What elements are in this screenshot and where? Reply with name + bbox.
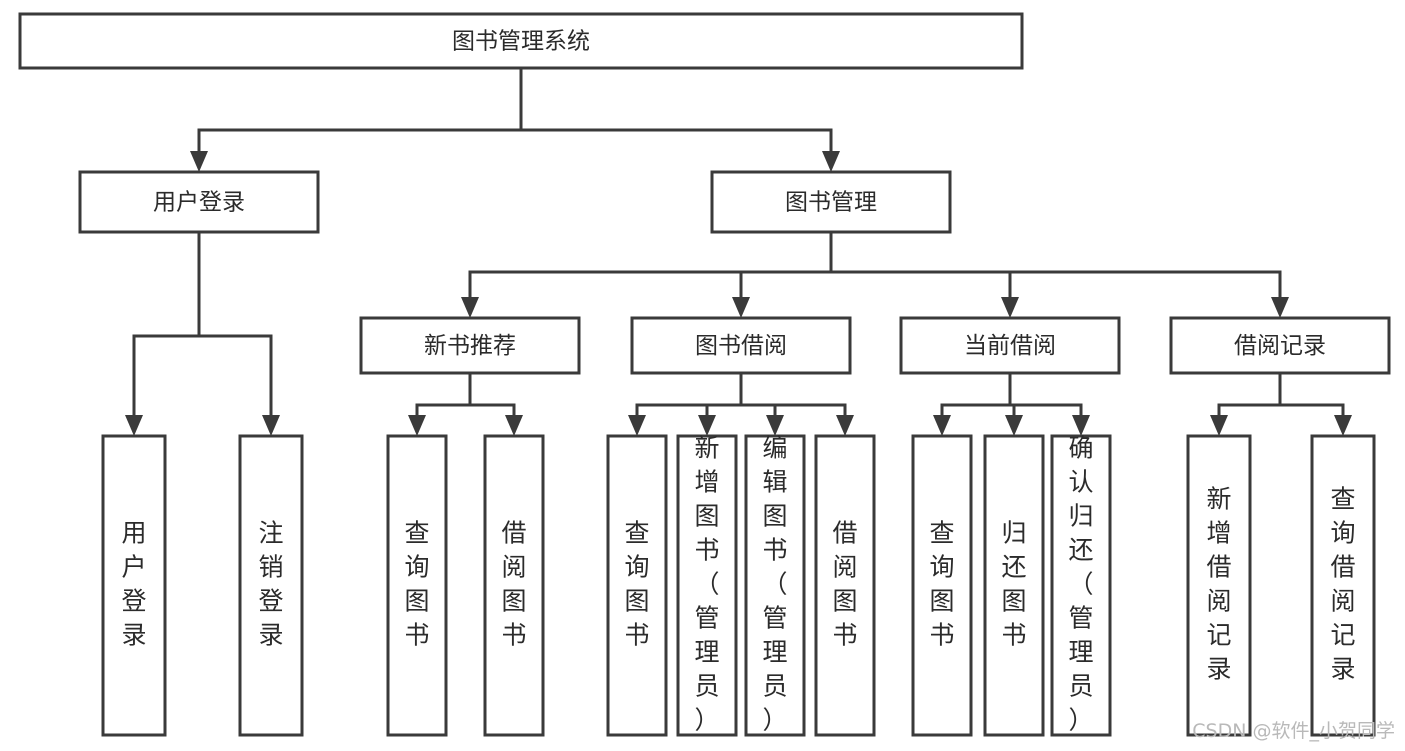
- node-leaf-logout[interactable]: 注销登录: [238, 434, 304, 737]
- node-box-leaf-query-borrow-record: [1310, 434, 1376, 737]
- node-box-leaf-add-borrow-record: [1186, 434, 1252, 737]
- node-label-leaf-borrow-book: 借阅图书: [832, 519, 857, 650]
- node-label-book-borrow: 图书借阅: [695, 333, 787, 359]
- node-box-leaf-query-book-current: [911, 434, 973, 737]
- arrow-head-leaf-return-book: [1005, 415, 1023, 436]
- node-box-leaf-query-book-borrow: [606, 434, 668, 737]
- node-book-manage[interactable]: 图书管理: [710, 170, 952, 234]
- node-leaf-add-borrow-record[interactable]: 新增借阅记录: [1186, 434, 1252, 737]
- node-label-leaf-query-book-recommend: 查询图书: [404, 519, 429, 650]
- node-label-book-manage: 图书管理: [785, 190, 877, 216]
- node-label-leaf-logout: 注销登录: [258, 519, 283, 650]
- node-label-new-book-recommend: 新书推荐: [424, 333, 516, 359]
- node-label-leaf-return-book: 归还图书: [1001, 519, 1026, 650]
- arrow-head-current-borrow: [1001, 297, 1019, 318]
- node-box-leaf-borrow-book: [814, 434, 876, 737]
- node-label-leaf-query-book-current: 查询图书: [929, 519, 954, 650]
- watermark-text: CSDN @软件_小贺同学: [1192, 720, 1395, 742]
- node-new-book-recommend[interactable]: 新书推荐: [359, 316, 581, 375]
- node-box-leaf-logout: [238, 434, 304, 737]
- arrow-head-leaf-add-book: [698, 415, 716, 436]
- node-book-borrow[interactable]: 图书借阅: [630, 316, 852, 375]
- node-box-new-book-recommend: [359, 316, 581, 375]
- node-leaf-edit-book[interactable]: 编辑图书（管理员）: [744, 434, 806, 737]
- node-leaf-return-book[interactable]: 归还图书: [983, 434, 1045, 737]
- arrow-head-new-book-recommend: [461, 297, 479, 318]
- arrow-head-leaf-add-borrow-record: [1210, 415, 1228, 436]
- node-box-current-borrow: [899, 316, 1121, 375]
- node-user-login[interactable]: 用户登录: [78, 170, 320, 234]
- node-label-leaf-borrow-book-recommend: 借阅图书: [501, 519, 526, 650]
- arrow-head-leaf-logout: [262, 415, 280, 436]
- node-box-leaf-query-book-recommend: [386, 434, 448, 737]
- node-label-leaf-query-book-borrow: 查询图书: [624, 519, 649, 650]
- connector-lines: [125, 66, 1352, 436]
- node-leaf-user-login[interactable]: 用户登录: [101, 434, 167, 737]
- node-borrow-record[interactable]: 借阅记录: [1169, 316, 1391, 375]
- node-label-root: 图书管理系统: [452, 29, 590, 55]
- node-box-leaf-user-login: [101, 434, 167, 737]
- node-box-book-manage: [710, 170, 952, 234]
- arrow-head-leaf-edit-book: [766, 415, 784, 436]
- node-label-leaf-user-login: 用户登录: [121, 519, 146, 650]
- arrow-head-leaf-borrow-book: [836, 415, 854, 436]
- arrow-head-leaf-query-book-recommend: [408, 415, 426, 436]
- arrow-head-book-borrow: [732, 297, 750, 318]
- node-box-leaf-borrow-book-recommend: [483, 434, 545, 737]
- arrow-head-user-login: [190, 151, 208, 172]
- arrow-head-leaf-query-borrow-record: [1334, 415, 1352, 436]
- arrow-head-borrow-record: [1271, 297, 1289, 318]
- node-box-book-borrow: [630, 316, 852, 375]
- node-leaf-add-book[interactable]: 新增图书（管理员）: [676, 434, 738, 737]
- node-label-leaf-query-borrow-record: 查询借阅记录: [1330, 485, 1355, 684]
- node-box-user-login: [78, 170, 320, 234]
- arrow-head-book-manage: [822, 151, 840, 172]
- node-label-borrow-record: 借阅记录: [1234, 333, 1326, 359]
- node-label-leaf-add-book: 新增图书（管理员）: [694, 434, 719, 735]
- arrow-head-leaf-user-login: [125, 415, 143, 436]
- node-box-root: [18, 12, 1024, 70]
- node-leaf-borrow-book[interactable]: 借阅图书: [814, 434, 876, 737]
- node-leaf-confirm-return[interactable]: 确认归还（管理员）: [1050, 434, 1112, 737]
- node-box-borrow-record: [1169, 316, 1391, 375]
- arrow-head-leaf-query-book-current: [933, 415, 951, 436]
- node-leaf-query-book-borrow[interactable]: 查询图书: [606, 434, 668, 737]
- node-leaf-borrow-book-recommend[interactable]: 借阅图书: [483, 434, 545, 737]
- arrow-head-leaf-borrow-book-recommend: [505, 415, 523, 436]
- node-box-leaf-return-book: [983, 434, 1045, 737]
- node-label-leaf-confirm-return: 确认归还（管理员）: [1068, 434, 1093, 735]
- node-leaf-query-borrow-record[interactable]: 查询借阅记录: [1310, 434, 1376, 737]
- node-leaf-query-book-current[interactable]: 查询图书: [911, 434, 973, 737]
- arrow-head-leaf-query-book-borrow: [628, 415, 646, 436]
- node-boxes: 图书管理系统用户登录图书管理新书推荐图书借阅当前借阅借阅记录用户登录注销登录查询…: [18, 12, 1391, 737]
- node-label-current-borrow: 当前借阅: [964, 333, 1056, 359]
- node-label-leaf-edit-book: 编辑图书（管理员）: [762, 434, 787, 735]
- node-box-leaf-confirm-return: [1050, 434, 1112, 737]
- node-box-leaf-edit-book: [744, 434, 806, 737]
- node-label-user-login: 用户登录: [153, 190, 245, 216]
- node-leaf-query-book-recommend[interactable]: 查询图书: [386, 434, 448, 737]
- node-label-leaf-add-borrow-record: 新增借阅记录: [1206, 485, 1231, 684]
- node-box-leaf-add-book: [676, 434, 738, 737]
- node-root[interactable]: 图书管理系统: [18, 12, 1024, 70]
- node-current-borrow[interactable]: 当前借阅: [899, 316, 1121, 375]
- arrow-head-leaf-confirm-return: [1072, 415, 1090, 436]
